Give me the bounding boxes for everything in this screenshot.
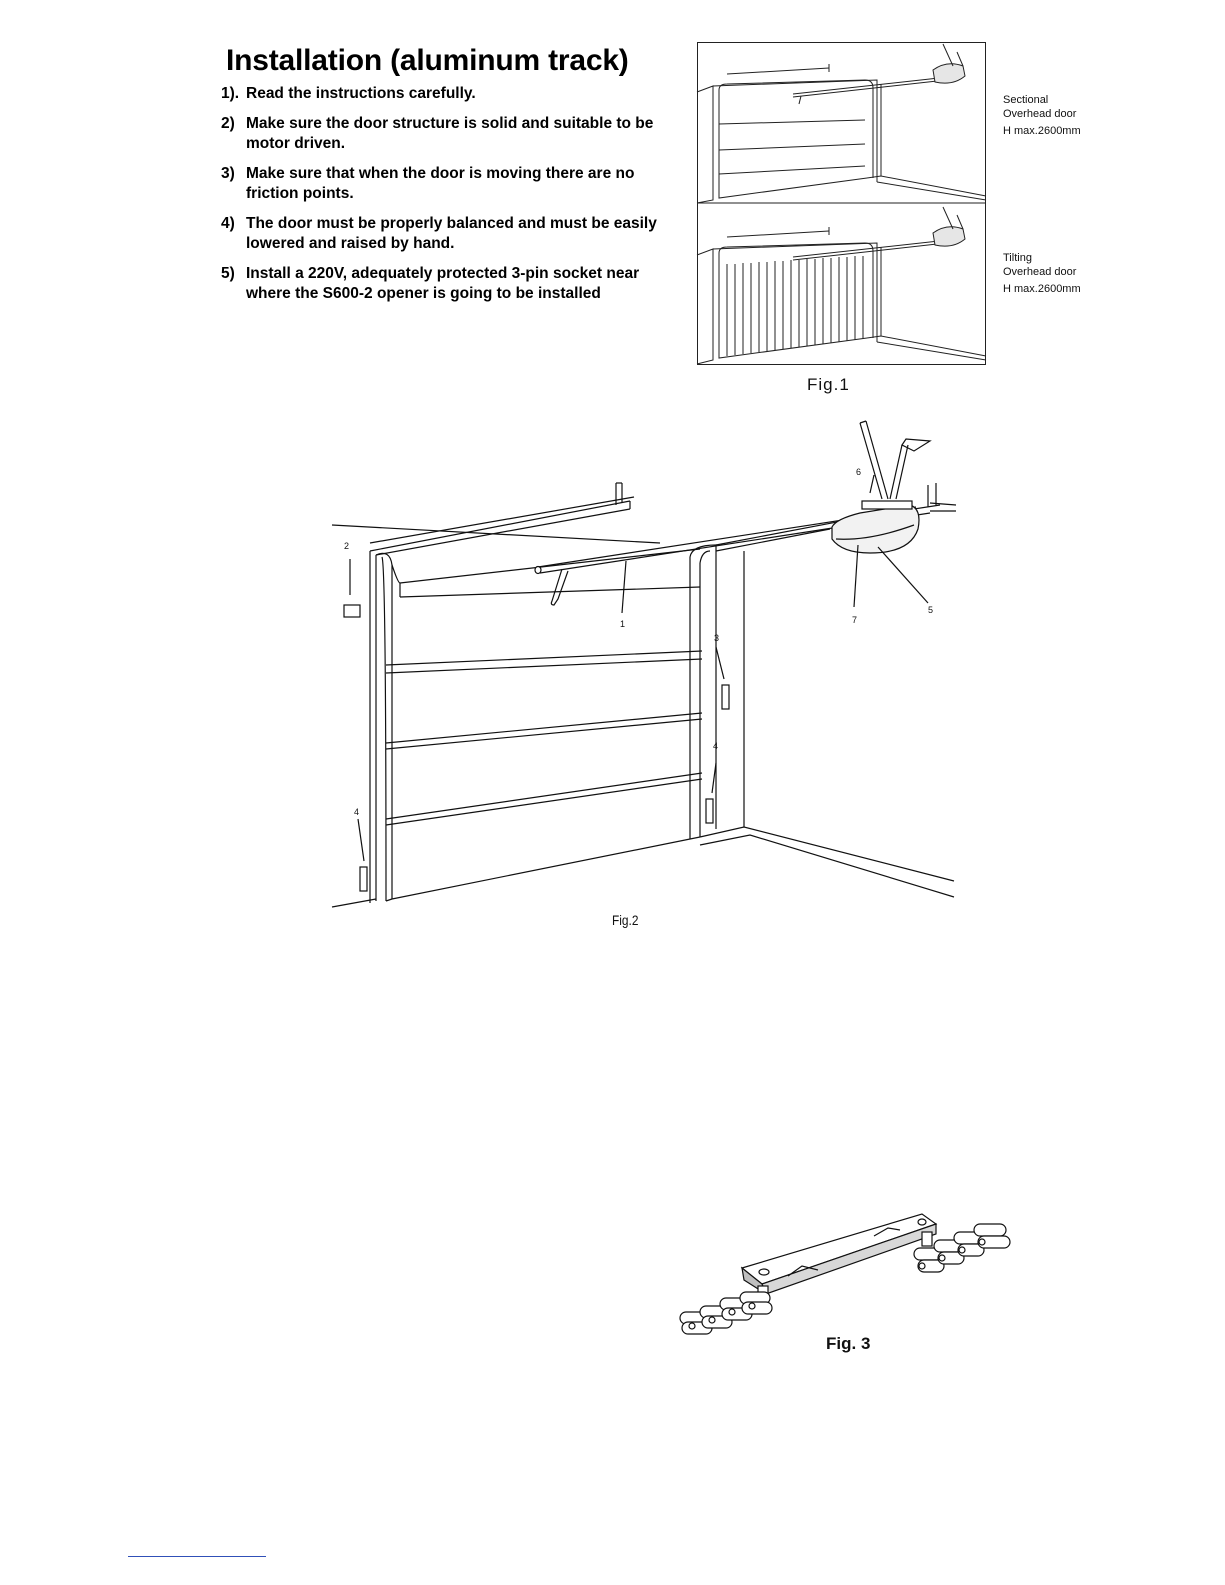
fig2-callouts: 2 1 3 4 4 5 6 7 bbox=[344, 467, 933, 817]
footer-rule bbox=[128, 1556, 266, 1557]
tilting-door-drawing bbox=[696, 206, 987, 365]
step-text: Read the instructions carefully. bbox=[246, 85, 476, 102]
step-number: 3) bbox=[221, 165, 235, 182]
step-text: Make sure the door structure is solid an… bbox=[246, 115, 654, 152]
caption-line: H max.2600mm bbox=[1003, 283, 1081, 295]
step-text: Make sure that when the door is moving t… bbox=[246, 165, 635, 202]
sectional-door-drawing bbox=[696, 43, 987, 204]
fig1-illustration bbox=[696, 42, 987, 365]
caption-line: Tilting bbox=[1003, 252, 1032, 264]
step-number: 2) bbox=[221, 115, 235, 132]
callout-4: 4 bbox=[713, 741, 718, 751]
instruction-step: 2) Make sure the door structure is solid … bbox=[221, 114, 661, 154]
fig1-caption-sectional: Sectional Overhead door H max.2600mm bbox=[1003, 93, 1081, 138]
step-number: 5) bbox=[221, 265, 235, 282]
callout-5: 5 bbox=[928, 605, 933, 615]
step-number: 4) bbox=[221, 215, 235, 232]
instruction-step: 5) Install a 220V, adequately protected 3… bbox=[221, 264, 661, 304]
instruction-step: 1). Read the instructions carefully. bbox=[221, 84, 661, 104]
instruction-step: 4) The door must be properly balanced and… bbox=[221, 214, 661, 254]
caption-line: Sectional bbox=[1003, 94, 1049, 106]
callout-1: 1 bbox=[620, 619, 625, 629]
fig2-illustration: 2 1 3 4 4 5 6 7 bbox=[331, 420, 957, 908]
callout-7: 7 bbox=[852, 615, 857, 625]
caption-line: H max.2600mm bbox=[1003, 125, 1081, 137]
callout-4: 4 bbox=[354, 807, 359, 817]
fig3-label: Fig. 3 bbox=[826, 1334, 871, 1353]
caption-line: Overhead door bbox=[1003, 108, 1077, 120]
caption-line: Overhead door bbox=[1003, 266, 1077, 278]
page-title: Installation (aluminum track) bbox=[226, 44, 629, 77]
step-text: Install a 220V, adequately protected 3-p… bbox=[246, 265, 640, 302]
step-text: The door must be properly balanced and m… bbox=[246, 215, 657, 252]
chain-right bbox=[913, 1223, 1011, 1273]
callout-2: 2 bbox=[344, 541, 349, 551]
callout-3: 3 bbox=[714, 633, 719, 643]
chain-left bbox=[679, 1291, 773, 1335]
instruction-list: 1). Read the instructions carefully. 2) Ma… bbox=[221, 84, 661, 314]
callout-6: 6 bbox=[856, 467, 861, 477]
step-number: 1). bbox=[221, 85, 240, 102]
fig1-caption-tilting: Tilting Overhead door H max.2600mm bbox=[1003, 251, 1081, 296]
fig2-label: Fig.2 bbox=[612, 912, 639, 928]
fig3-illustration bbox=[679, 1213, 1011, 1335]
instruction-step: 3) Make sure that when the door is moving… bbox=[221, 164, 661, 204]
fig1-label: Fig.1 bbox=[807, 375, 850, 394]
